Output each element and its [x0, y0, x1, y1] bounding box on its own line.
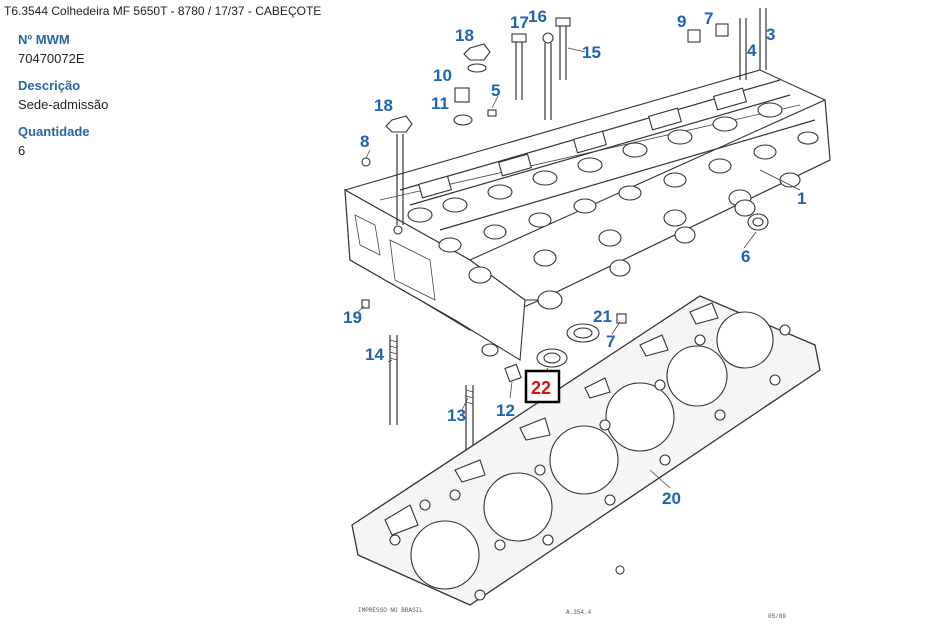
callout-18-left[interactable]: 18	[374, 96, 393, 115]
cylinder-head-drawing	[344, 69, 831, 361]
callout-19[interactable]: 19	[343, 308, 362, 327]
quantity-label: Quantidade	[18, 124, 90, 139]
quantity-value: 6	[18, 143, 26, 158]
callout-8[interactable]: 8	[360, 132, 369, 151]
head-gasket-drawing	[351, 295, 821, 606]
description-label: Descrição	[18, 78, 81, 93]
callout-20[interactable]: 20	[662, 489, 681, 508]
callout-13[interactable]: 13	[447, 406, 466, 425]
callout-1[interactable]: 1	[797, 189, 806, 208]
footer-print-left: IMPRESSO NO BRASIL	[358, 607, 423, 614]
callout-12[interactable]: 12	[496, 401, 515, 420]
callout-14[interactable]: 14	[365, 345, 384, 364]
callout-6[interactable]: 6	[741, 247, 750, 266]
callout-4[interactable]: 4	[747, 41, 757, 60]
mwm-number-value: 70470072E	[18, 51, 85, 66]
description-value: Sede-admissão	[18, 97, 109, 112]
part-info-panel: Nº MWM 70470072E Descrição Sede-admissão…	[18, 32, 318, 170]
callout-3[interactable]: 3	[766, 25, 775, 44]
callout-11[interactable]: 11	[431, 94, 449, 113]
callout-7-top[interactable]: 7	[704, 9, 713, 28]
exploded-parts-diagram: 17 16 15 18 10 11 5 18 8 9 7 3 4 1 6 21 …	[336, 0, 942, 636]
callout-10[interactable]: 10	[433, 66, 452, 85]
breadcrumb: T6.3544 Colhedeira MF 5650T - 8780 / 17/…	[4, 4, 322, 18]
callout-16[interactable]: 16	[528, 7, 547, 26]
mwm-number-label: Nº MWM	[18, 32, 70, 47]
footer-print-right: 05/89	[768, 613, 786, 620]
callout-22-selected[interactable]: 22	[531, 378, 551, 398]
callout-21[interactable]: 21	[593, 307, 612, 326]
callout-labels: 17 16 15 18 10 11 5 18 8 9 7 3 4 1 6 21 …	[343, 7, 806, 508]
callout-17[interactable]: 17	[510, 13, 529, 32]
callout-7-bottom[interactable]: 7	[606, 332, 615, 351]
selected-callout-box[interactable]	[524, 369, 561, 404]
callout-15[interactable]: 15	[582, 43, 601, 62]
callout-18-top[interactable]: 18	[455, 26, 474, 45]
footer-print-mid: A.354.4	[566, 609, 592, 616]
callout-5[interactable]: 5	[491, 81, 500, 100]
callout-9[interactable]: 9	[677, 12, 686, 31]
